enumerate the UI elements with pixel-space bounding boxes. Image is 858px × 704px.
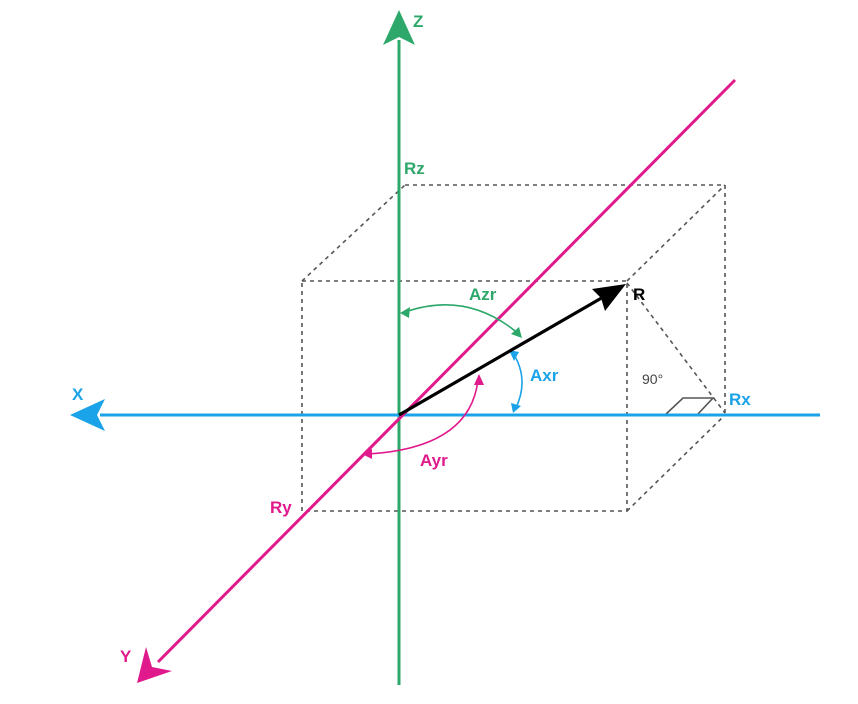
angle-arc-axr-start-arrow — [509, 350, 519, 361]
right-angle-label: 90° — [642, 371, 663, 387]
vector-r-line — [398, 294, 606, 417]
z-axis — [383, 10, 415, 685]
angle-arc-azr — [404, 303, 521, 336]
ry-label: Ry — [270, 498, 292, 517]
y-axis-label: Y — [120, 647, 132, 666]
vector-r-arrowhead — [592, 284, 626, 311]
right-angle-marker — [664, 397, 715, 416]
angle-arc-ayr-end-arrow — [362, 449, 372, 459]
y-axis-line — [156, 78, 737, 664]
y-axis-arrowhead — [137, 647, 172, 683]
box-top-left-diagonal — [301, 184, 406, 282]
rz-label: Rz — [404, 159, 425, 178]
box-top-right-diagonal — [626, 184, 726, 282]
axr-label: Axr — [530, 366, 559, 385]
y-axis — [137, 78, 737, 683]
box-bottom-right-diagonal — [626, 414, 726, 512]
azr-label: Azr — [469, 285, 497, 304]
angle-arc-axr — [512, 352, 523, 411]
angle-arc-ayr-start-arrow — [474, 374, 484, 385]
angle-arc-ayr — [367, 379, 479, 455]
vector-r-label: R — [633, 285, 645, 304]
z-axis-arrowhead — [383, 10, 415, 45]
z-axis-label: Z — [413, 12, 423, 31]
projection-box — [301, 184, 726, 512]
x-axis-label: X — [72, 385, 84, 404]
vector-r — [398, 284, 626, 417]
x-axis-arrowhead — [70, 399, 105, 431]
angle-arc-azr-end-arrow — [511, 327, 522, 338]
rx-label: Rx — [729, 390, 751, 409]
box-front-face — [301, 280, 628, 512]
x-axis — [70, 399, 820, 431]
ayr-label: Ayr — [420, 451, 448, 470]
angle-arc-axr-end-arrow — [511, 403, 521, 413]
projection-line-r-to-rx — [626, 282, 726, 414]
angle-arc-azr-start-arrow — [400, 307, 410, 318]
